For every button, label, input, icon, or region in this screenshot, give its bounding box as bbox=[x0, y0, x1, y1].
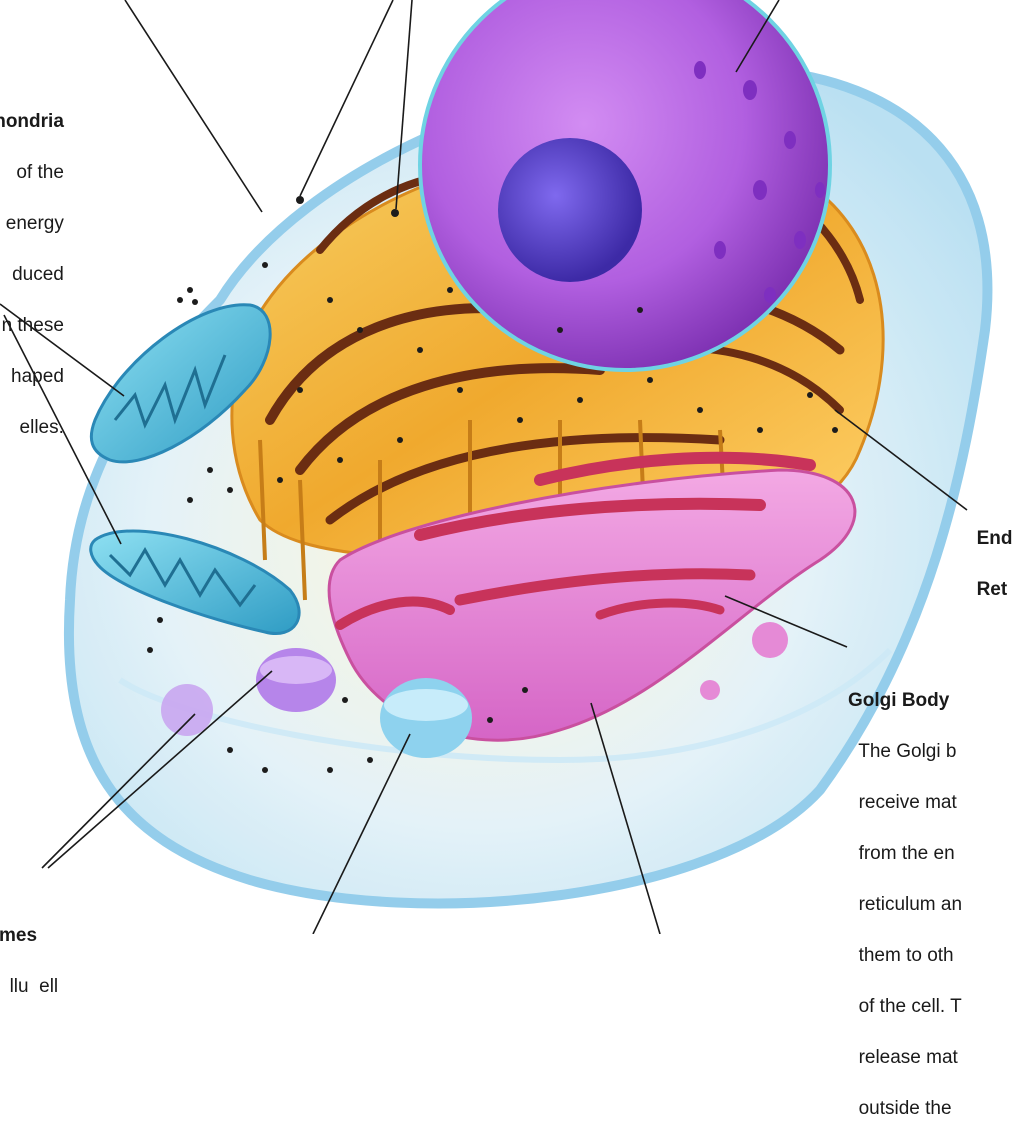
label-golgi-line: receive mat bbox=[859, 792, 957, 813]
label-golgi-line: release mat bbox=[859, 1047, 958, 1068]
label-golgi-line: them to oth bbox=[859, 945, 954, 966]
vacuole bbox=[380, 678, 472, 758]
label-golgi-body: Golgi Body The Golgi b receive mat from … bbox=[848, 637, 962, 1122]
label-mitochondria-line: haped bbox=[11, 366, 64, 387]
label-mitochondria-line: of the bbox=[16, 162, 64, 183]
label-mitochondria: hondria of the energy duced n these hape… bbox=[0, 58, 64, 441]
label-lysosomes: mes llu ell bbox=[0, 872, 58, 1000]
label-lysosomes-line: llu ell bbox=[10, 976, 59, 997]
label-golgi-line: The Golgi b bbox=[858, 741, 956, 762]
label-golgi-title: Golgi Body bbox=[848, 688, 962, 714]
nucleolus bbox=[498, 138, 642, 282]
label-mitochondria-line: duced bbox=[12, 264, 64, 285]
label-golgi-line: outside the bbox=[859, 1098, 952, 1119]
label-er-line: End bbox=[977, 528, 1013, 549]
label-lysosomes-title: mes bbox=[0, 923, 58, 949]
label-er-line: Ret bbox=[977, 579, 1008, 600]
label-golgi-line: reticulum an bbox=[859, 894, 963, 915]
leader-line-cytoplasm bbox=[125, 0, 262, 212]
label-golgi-line: of the cell. T bbox=[859, 996, 962, 1017]
label-endoplasmic-reticulum: End Ret bbox=[966, 500, 1012, 602]
label-mitochondria-title: hondria bbox=[0, 109, 64, 135]
label-mitochondria-line: elles. bbox=[20, 417, 64, 438]
label-mitochondria-line: energy bbox=[6, 213, 64, 234]
label-golgi-line: from the en bbox=[859, 843, 955, 864]
label-mitochondria-line: n these bbox=[2, 315, 64, 336]
